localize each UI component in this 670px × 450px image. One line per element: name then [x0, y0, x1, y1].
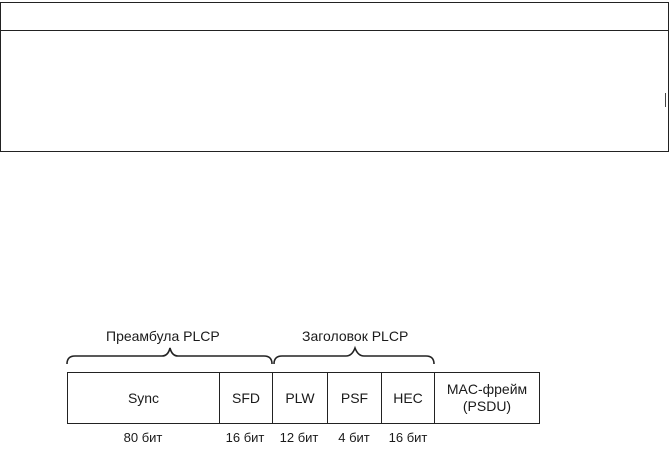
field-name: Sync — [127, 389, 160, 406]
field-plw: PLW — [272, 372, 327, 424]
table-header-row — [0, 2, 669, 31]
bits-sfd: 16 бит — [225, 430, 265, 445]
table-body-row — [0, 30, 669, 152]
bits-plw: 12 бит — [279, 430, 319, 445]
bits-hec: 16 бит — [388, 430, 428, 445]
field-name: SFD — [232, 389, 260, 406]
field-name: PLW — [285, 389, 315, 406]
field-name: MAC-фрейм (PSDU) — [446, 381, 528, 414]
field-name: HEC — [393, 389, 423, 406]
header-label: Заголовок PLCP — [302, 328, 409, 344]
empty-table-frame — [0, 2, 669, 152]
table-edge-mark — [665, 93, 666, 107]
preamble-brace — [66, 347, 273, 365]
field-mac-frame: MAC-фрейм (PSDU) — [434, 372, 540, 424]
header-brace — [273, 345, 435, 365]
field-sfd: SFD — [219, 372, 272, 424]
field-sync: Sync — [67, 372, 219, 424]
field-hec: HEC — [381, 372, 434, 424]
preamble-label: Преамбула PLCP — [106, 328, 220, 344]
bits-sync: 80 бит — [123, 430, 163, 445]
field-psf: PSF — [327, 372, 381, 424]
bits-psf: 4 бит — [338, 430, 370, 445]
field-name: PSF — [340, 389, 369, 406]
